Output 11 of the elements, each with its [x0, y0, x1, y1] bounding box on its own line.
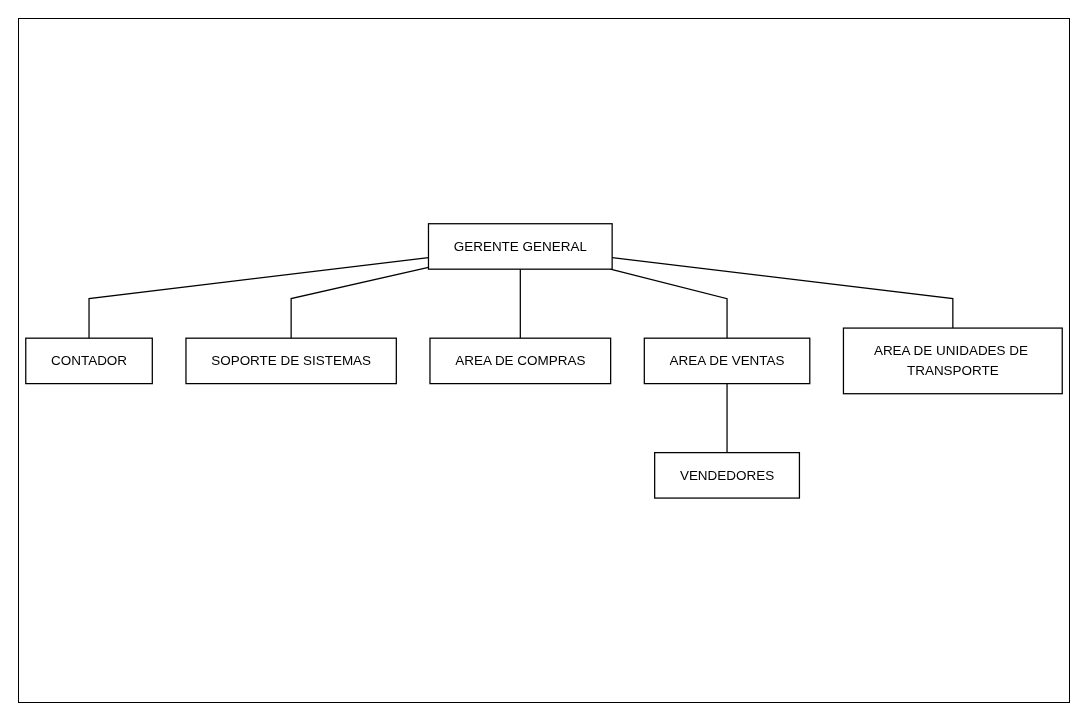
- connector: [726, 382, 728, 453]
- connector: [519, 268, 521, 339]
- node-box: AREA DE UNIDADES DE TRANSPORTE: [842, 327, 1063, 394]
- node-box: AREA DE VENTAS: [643, 337, 811, 384]
- connector: [88, 256, 430, 339]
- node-box: SOPORTE DE SISTEMAS: [185, 337, 397, 384]
- node-box: GERENTE GENERAL: [427, 222, 613, 270]
- node-box: AREA DE COMPRAS: [429, 337, 612, 384]
- connector: [290, 266, 430, 339]
- node-box: CONTADOR: [25, 337, 153, 384]
- node-box: VENDEDORES: [654, 451, 801, 499]
